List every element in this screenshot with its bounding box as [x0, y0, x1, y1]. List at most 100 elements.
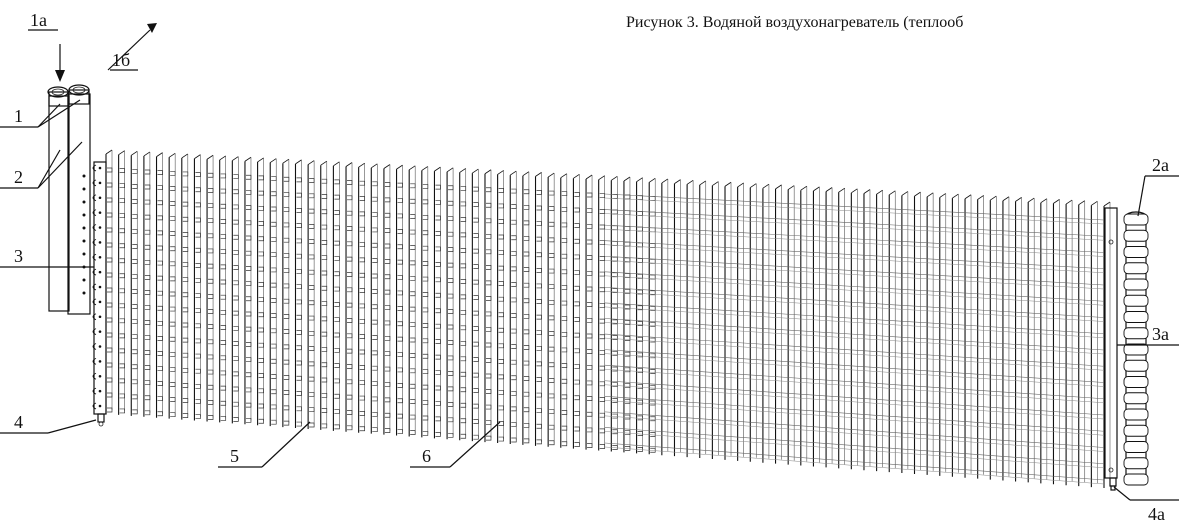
tube-row	[604, 349, 1105, 387]
tube-end	[98, 345, 102, 348]
fin	[484, 169, 492, 443]
fin-array	[105, 149, 1111, 488]
fin	[762, 183, 770, 463]
fin	[838, 187, 846, 469]
fin	[1052, 199, 1060, 485]
tube-end	[98, 285, 102, 289]
label-2a: 2а	[1152, 155, 1169, 175]
fin	[825, 187, 833, 468]
tube-bend	[1123, 359, 1149, 372]
tube-end	[98, 226, 102, 229]
right-tube-bends	[1123, 213, 1149, 486]
fin	[433, 166, 441, 439]
fin	[193, 154, 201, 421]
label-4: 4	[14, 412, 23, 432]
fin	[800, 185, 808, 466]
fin	[408, 165, 416, 437]
fin	[901, 191, 909, 474]
fin	[623, 176, 631, 453]
tube-bend	[92, 209, 97, 217]
tube-bend	[1123, 376, 1149, 388]
fin	[320, 160, 328, 430]
outlet-arrow-head	[147, 23, 157, 33]
tube-row	[604, 396, 1105, 436]
fin	[155, 152, 163, 418]
tube-end	[98, 166, 102, 170]
tube-bend	[92, 224, 97, 231]
drain-plug-left	[97, 413, 105, 423]
fin	[673, 179, 681, 457]
outlet-arrow	[107, 29, 151, 71]
tube-row	[604, 240, 1105, 273]
tube-bend	[92, 179, 97, 187]
fin	[143, 151, 151, 417]
fin	[345, 162, 353, 432]
tube-bend	[92, 283, 97, 291]
tube-end	[98, 404, 102, 408]
fin	[863, 189, 871, 471]
fin	[206, 154, 214, 422]
fin	[1015, 197, 1022, 482]
fin	[181, 153, 189, 420]
fin	[421, 166, 429, 438]
tube-row	[604, 224, 1105, 257]
tube-bend	[1123, 246, 1149, 258]
fin	[977, 195, 984, 479]
fin	[547, 172, 555, 447]
fin	[585, 174, 593, 450]
label-3a: 3а	[1152, 324, 1169, 344]
tube-row	[604, 318, 1105, 355]
fin	[711, 181, 719, 459]
collector-pipe-outlet	[67, 93, 91, 315]
fin	[370, 163, 378, 434]
fin	[358, 162, 366, 433]
fin	[636, 177, 643, 454]
fin	[1040, 198, 1048, 484]
tube-bend	[1123, 213, 1149, 226]
tube-bend	[92, 253, 97, 261]
tube-bend	[92, 313, 97, 321]
fin	[964, 194, 972, 478]
tube-bend	[92, 357, 97, 365]
tube-row	[604, 380, 1105, 420]
fin	[497, 170, 504, 444]
fin	[774, 184, 782, 464]
fin	[686, 179, 694, 458]
fin	[610, 175, 618, 452]
fin	[876, 189, 883, 472]
label-1: 1	[14, 106, 23, 126]
tube-bend	[92, 387, 97, 395]
fin	[269, 158, 277, 427]
right-side-plate	[1104, 207, 1118, 479]
fin	[383, 164, 391, 435]
collector-hole	[82, 226, 86, 230]
fin	[598, 175, 606, 451]
fin	[926, 192, 934, 475]
tube-row	[604, 427, 1105, 468]
label-2: 2	[14, 167, 23, 187]
tube-bend	[1123, 229, 1149, 242]
fin	[661, 178, 669, 456]
tube-row	[604, 255, 1105, 290]
tube-bend	[1123, 392, 1149, 405]
tube-end	[98, 315, 102, 319]
fin	[446, 167, 454, 440]
tube-row	[604, 287, 1105, 322]
fin	[1103, 201, 1111, 488]
tube-bend	[1123, 441, 1149, 453]
tube-row	[604, 364, 1105, 403]
fin	[459, 168, 467, 441]
tube-bend	[1123, 278, 1149, 291]
callout-labels: 1а 1б 1 2 3 4 5 6 2а 3а 4а	[14, 10, 1169, 524]
tube-row	[604, 209, 1105, 241]
fin	[219, 155, 227, 423]
drain-plug-right	[1109, 477, 1117, 487]
fin	[396, 164, 403, 436]
fin	[1090, 201, 1098, 488]
fin	[1027, 197, 1035, 483]
fin	[939, 193, 947, 476]
collector-hole	[82, 200, 86, 204]
tube-row	[604, 302, 1105, 338]
tube-bend	[92, 343, 97, 350]
tube-bend	[92, 238, 97, 246]
